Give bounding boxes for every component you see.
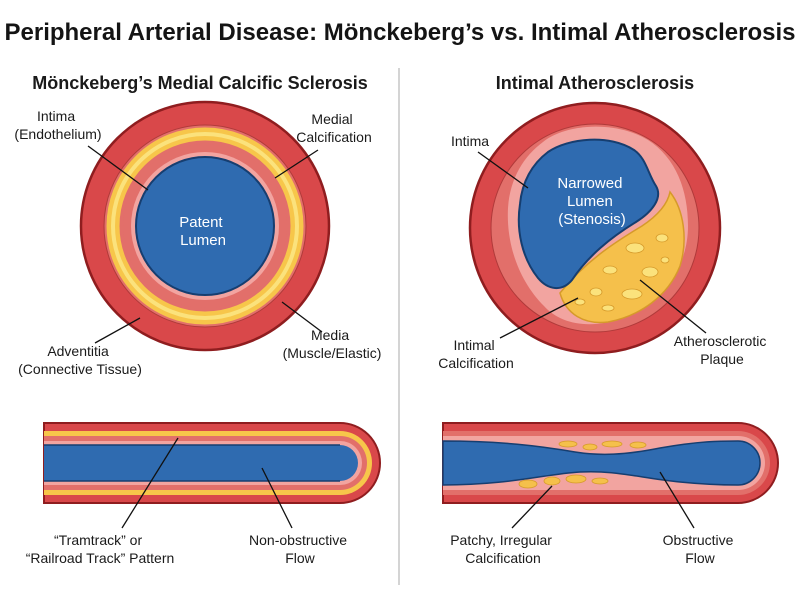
leader-right-intima xyxy=(477,151,529,189)
calcification-core-line xyxy=(111,132,299,320)
leader-patchy-calcification xyxy=(511,485,553,529)
stenotic-lumen-channel xyxy=(442,440,761,486)
plaque-calcium-deposits xyxy=(574,233,670,312)
right-intima-label: Intima xyxy=(451,133,489,149)
patchy-calcification-label: Patchy, Irregular Calcification xyxy=(450,532,556,566)
leader-tramtrack xyxy=(121,437,179,529)
open-lumen-channel xyxy=(44,445,340,481)
patent-lumen-label: Patent Lumen xyxy=(179,214,227,249)
right-heading: Intimal Atherosclerosis xyxy=(496,73,694,93)
left-heading: Mönckeberg’s Medial Calcific Sclerosis xyxy=(32,73,367,93)
leader-atherosclerotic-plaque xyxy=(639,279,707,334)
patent-lumen xyxy=(135,156,275,296)
leader-left-intima xyxy=(87,145,149,191)
intimal-calcification-label: Intimal Calcification xyxy=(438,337,513,371)
medial-calcification-label: Medial Calcification xyxy=(296,111,371,145)
leader-intimal-calcification xyxy=(499,297,579,339)
leader-media xyxy=(281,301,323,333)
patchy-calcification-deposits xyxy=(518,440,647,489)
atherosclerosis-cross-section xyxy=(468,101,722,355)
adventitia-label: Adventitia (Connective Tissue) xyxy=(18,343,142,377)
monckeberg-cross-section xyxy=(79,100,331,352)
leader-non-obstructive-flow xyxy=(261,467,293,529)
narrowed-lumen-label: Narrowed Lumen (Stenosis) xyxy=(557,175,626,228)
tramtrack-label: “Tramtrack” or “Railroad Track” Pattern xyxy=(26,532,175,566)
monckeberg-longitudinal-vessel xyxy=(43,422,381,504)
leader-obstructive-flow xyxy=(659,471,695,529)
atherosclerotic-plaque-label: Atherosclerotic Plaque xyxy=(674,333,770,367)
left-intima-label: Intima (Endothelium) xyxy=(14,108,101,142)
non-obstructive-flow-label: Non-obstructive Flow xyxy=(249,532,351,566)
leader-medial-calcification xyxy=(274,149,319,179)
leader-adventitia xyxy=(94,317,141,344)
obstructive-flow-label: Obstructive Flow xyxy=(663,532,738,566)
page-title: Peripheral Arterial Disease: Mönckeberg’… xyxy=(5,19,796,46)
media-label: Media (Muscle/Elastic) xyxy=(283,327,382,361)
narrowed-lumen xyxy=(517,138,660,289)
atherosclerosis-longitudinal-vessel xyxy=(442,422,779,504)
